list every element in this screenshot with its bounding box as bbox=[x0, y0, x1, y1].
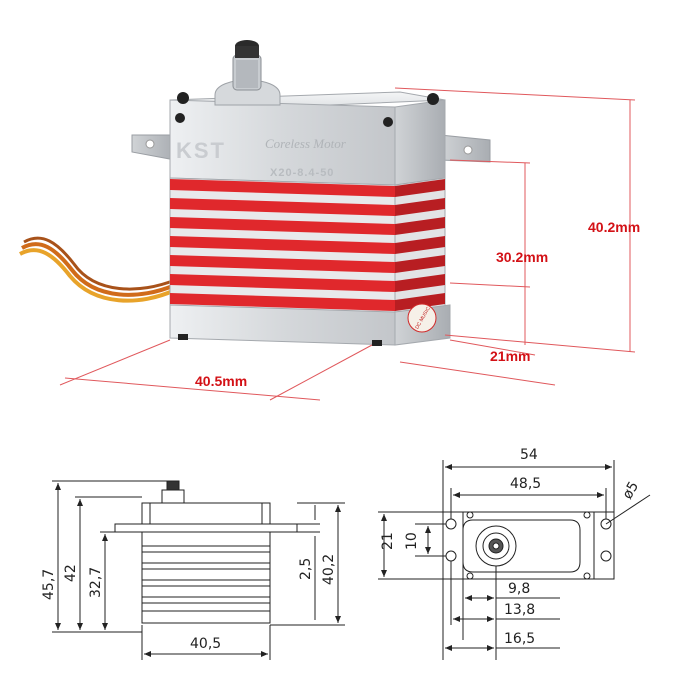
side-dim-total: 45,7 bbox=[41, 569, 57, 600]
top-dim-hole-spacing: 48,5 bbox=[510, 476, 541, 492]
dim-depth: 21mm bbox=[490, 348, 530, 364]
side-dim-ear: 2,5 bbox=[298, 558, 314, 580]
quality-seal: DC MUSIC bbox=[407, 303, 437, 333]
screw-icon bbox=[177, 92, 189, 104]
fin-red bbox=[170, 217, 395, 235]
top-dim-width: 21 bbox=[380, 532, 396, 550]
dim-height-total: 40.2mm bbox=[588, 219, 640, 235]
fin-red-side bbox=[395, 293, 445, 311]
side-dim-below-ear: 32,7 bbox=[88, 567, 104, 598]
fin-red-side bbox=[395, 274, 445, 292]
cooling-fins bbox=[170, 179, 445, 311]
servo-photo: KST Coreless Motor X20-8.4-50 DC MUSIC bbox=[19, 40, 491, 346]
fin-red bbox=[170, 198, 395, 216]
dim-height-body: 30.2mm bbox=[496, 249, 548, 265]
screw-icon bbox=[383, 117, 393, 127]
model-number: X20-8.4-50 bbox=[270, 167, 334, 179]
tagline: Coreless Motor bbox=[265, 136, 347, 151]
fin-red bbox=[170, 274, 395, 292]
screw-icon bbox=[427, 93, 439, 105]
top-view-drawing bbox=[378, 460, 651, 660]
top-dim-hole-pitch: 10 bbox=[404, 532, 420, 550]
top-dim-shaft-2: 13,8 bbox=[504, 602, 535, 618]
brand-logo: KST bbox=[176, 138, 226, 163]
side-dim-width: 40,5 bbox=[190, 636, 221, 652]
mounting-ear-left bbox=[131, 134, 176, 161]
top-dim-shaft-3: 16,5 bbox=[504, 631, 535, 647]
side-dim-mount: 42 bbox=[63, 564, 79, 582]
output-shaft bbox=[214, 40, 281, 106]
dim-length: 40.5mm bbox=[195, 373, 247, 389]
photo-dimension-lines bbox=[59, 87, 636, 401]
side-dim-body: 40,2 bbox=[321, 554, 337, 585]
top-dim-shaft-1: 9,8 bbox=[508, 581, 530, 597]
fin-red-side bbox=[395, 217, 445, 235]
screw-icon bbox=[175, 113, 185, 123]
fin-red-side bbox=[395, 198, 445, 216]
fin-red-side bbox=[395, 236, 445, 254]
fin-red bbox=[170, 179, 395, 197]
top-dim-overall: 54 bbox=[520, 447, 538, 463]
fin-red-side bbox=[395, 179, 445, 197]
fin-red bbox=[170, 293, 395, 311]
fin-red-side bbox=[395, 255, 445, 273]
top-dim-hole-dia: ø5 bbox=[620, 479, 643, 502]
top-view-arrows bbox=[381, 464, 612, 651]
servo-wire bbox=[19, 236, 176, 303]
side-view-arrows bbox=[55, 483, 341, 657]
fin-red bbox=[170, 236, 395, 254]
side-view-drawing bbox=[52, 480, 345, 660]
fin-red bbox=[170, 255, 395, 273]
